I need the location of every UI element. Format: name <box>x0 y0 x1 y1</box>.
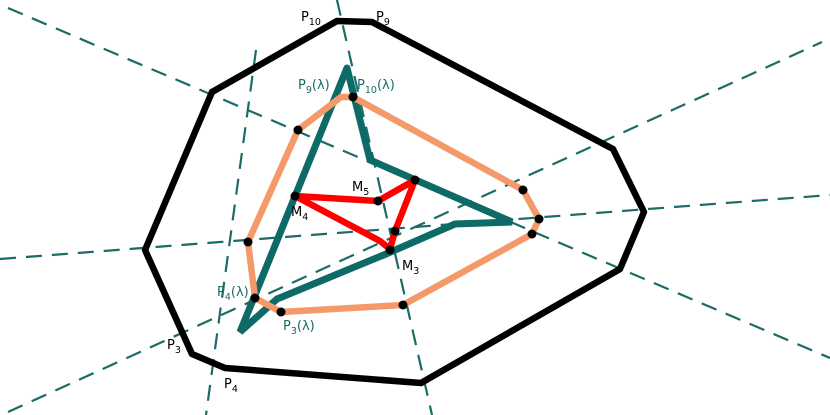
point <box>348 92 358 102</box>
teal-polygon <box>236 64 514 335</box>
vertex-points <box>243 92 544 317</box>
label-p3-lambda: P3(λ) <box>283 319 315 337</box>
point <box>534 214 544 224</box>
label-m3: M3 <box>402 259 419 277</box>
label-p4-lambda: P4(λ) <box>217 285 249 303</box>
point <box>290 191 300 201</box>
dashed-line <box>335 0 434 415</box>
dashed-line <box>204 49 258 415</box>
label-p10-lambda: P10(λ) <box>357 78 395 96</box>
label-p3: P3 <box>167 338 181 356</box>
label-m5: M5 <box>352 180 369 198</box>
point <box>250 293 260 303</box>
label-p9-lambda: P9(λ) <box>298 78 330 96</box>
label-p4: P4 <box>224 377 238 395</box>
outer-polygon <box>141 17 648 387</box>
point <box>390 226 400 236</box>
point <box>243 237 253 247</box>
label-p10: P10 <box>301 10 321 28</box>
dashed-line <box>7 40 823 414</box>
point <box>398 300 408 310</box>
label-p9: P9 <box>376 10 390 28</box>
point <box>373 196 383 206</box>
point <box>527 229 537 239</box>
point <box>518 185 528 195</box>
label-m4: M4 <box>291 205 308 223</box>
point <box>276 307 286 317</box>
point <box>410 175 420 185</box>
point <box>385 245 395 255</box>
point <box>293 125 303 135</box>
